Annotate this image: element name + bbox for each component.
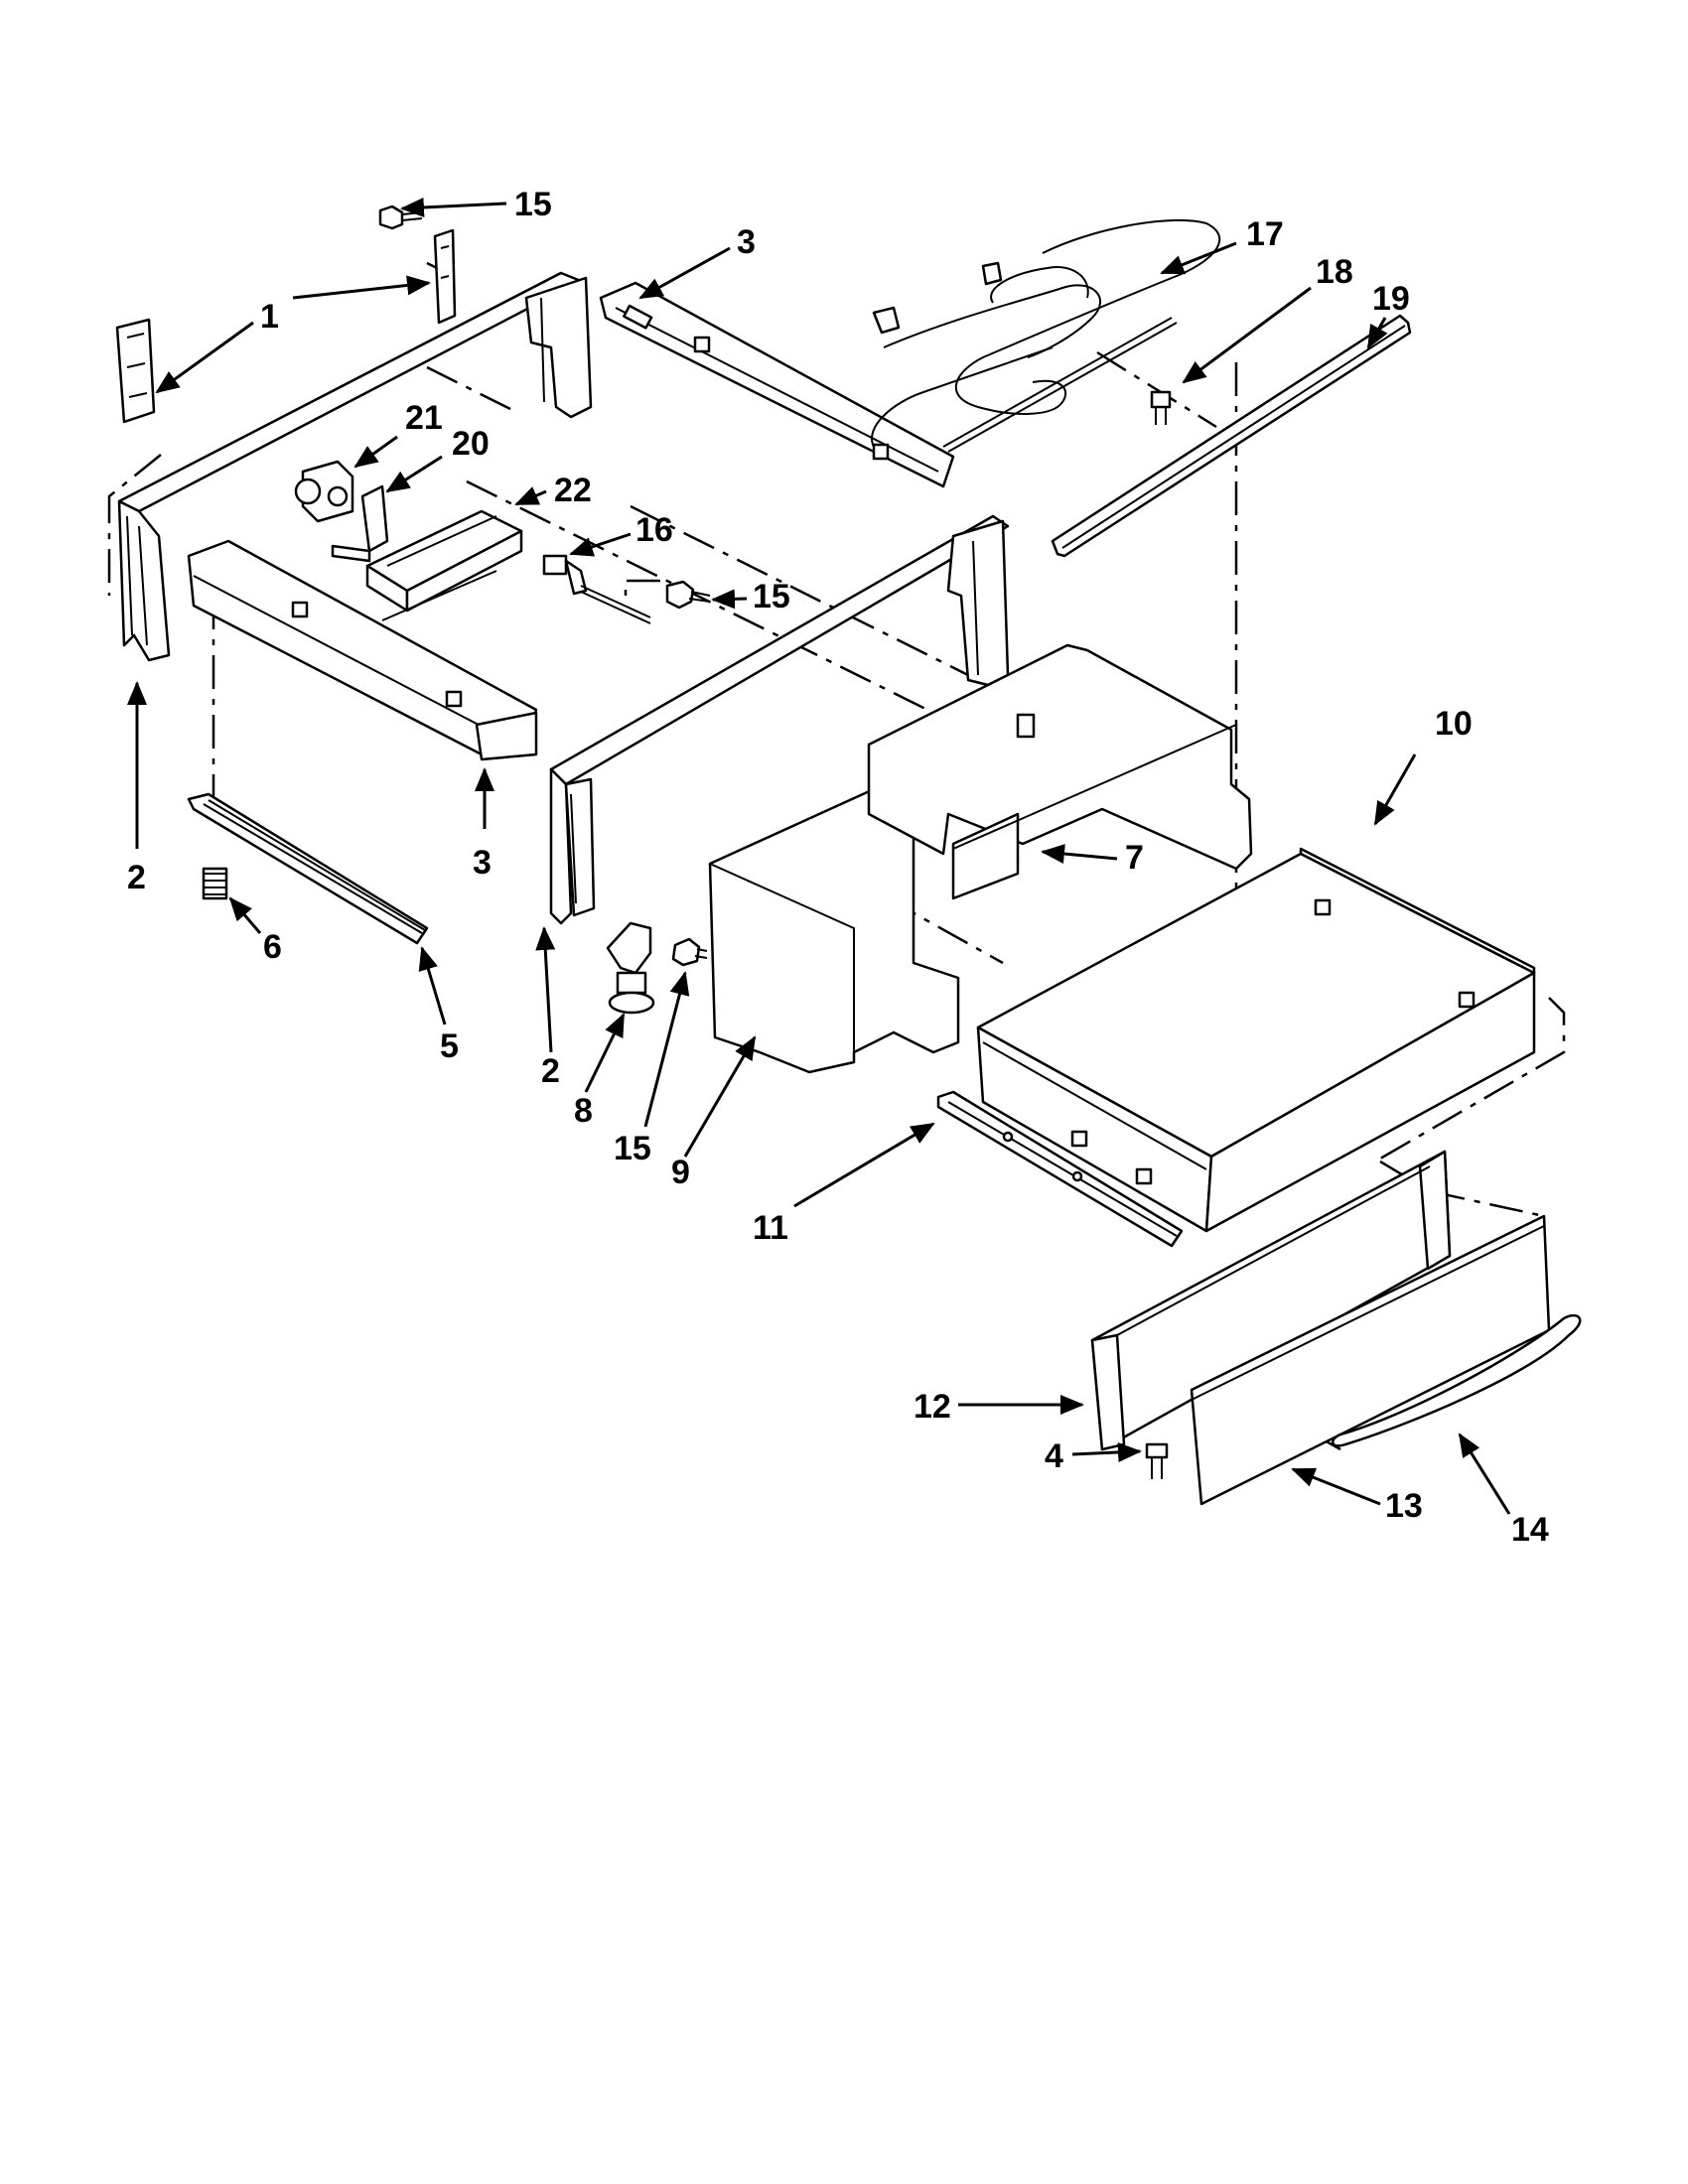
- part-2-frame-rail-back: [117, 271, 593, 662]
- part-18-screw: [1150, 390, 1172, 425]
- callout-20: 20: [452, 425, 490, 463]
- part-7-rear-liner: [867, 643, 1253, 900]
- callout-10: 10: [1435, 705, 1473, 743]
- callout-9: 9: [671, 1154, 690, 1191]
- part-1-side-bracket: [115, 228, 457, 424]
- part-17-heating-element: [871, 218, 1221, 453]
- part-12-drawer-front-inner: [1090, 1150, 1452, 1451]
- callout-19: 19: [1372, 280, 1410, 318]
- part-22-shield-tray: [365, 509, 523, 621]
- callout-11: 11: [753, 1209, 788, 1247]
- part-4-screw: [1145, 1442, 1169, 1479]
- callout-12: 12: [914, 1388, 951, 1426]
- callout-4: 4: [1045, 1437, 1063, 1475]
- callout-labels: 15 1 3 17 18 19 21 20 22 16 15 10 2 3 7 …: [127, 186, 1549, 1549]
- callout-5: 5: [440, 1027, 459, 1065]
- part-14-handle: [1332, 1313, 1582, 1447]
- part-20-bracket: [331, 484, 389, 563]
- part-10-drawer-body: [976, 847, 1536, 1233]
- callout-17: 17: [1246, 215, 1284, 253]
- callout-1: 1: [260, 298, 279, 336]
- callout-3: 3: [473, 844, 492, 882]
- callout-15: 15: [753, 578, 790, 615]
- callout-7: 7: [1125, 839, 1144, 877]
- callout-15: 15: [514, 186, 552, 223]
- callout-3: 3: [737, 223, 756, 261]
- callout-21: 21: [405, 399, 443, 437]
- callout-2: 2: [127, 859, 146, 896]
- part-16-sensor-probe: [542, 554, 651, 624]
- part-8-leveling-leg: [606, 921, 655, 1015]
- callout-6: 6: [263, 928, 282, 966]
- callout-8: 8: [574, 1092, 593, 1130]
- callout-14: 14: [1511, 1511, 1549, 1549]
- callout-15: 15: [614, 1130, 651, 1167]
- part-3-crossmember-back: [599, 281, 955, 488]
- part-19-trim-strip: [1051, 314, 1412, 558]
- leader-lines: [127, 197, 1511, 1515]
- callout-2: 2: [541, 1052, 560, 1090]
- part-5-slide-rail: [187, 792, 429, 945]
- part-11-drawer-slide: [936, 1090, 1184, 1248]
- callout-18: 18: [1316, 253, 1353, 291]
- part-21-valve-assembly: [294, 460, 354, 523]
- part-15-screws: [378, 205, 711, 967]
- callout-13: 13: [1385, 1487, 1423, 1525]
- part-3-crossmember-front: [187, 539, 538, 761]
- part-6-spring: [202, 867, 228, 900]
- callout-22: 22: [554, 472, 592, 509]
- part-2-frame-rail-front: [549, 514, 1010, 925]
- callout-16: 16: [635, 511, 673, 549]
